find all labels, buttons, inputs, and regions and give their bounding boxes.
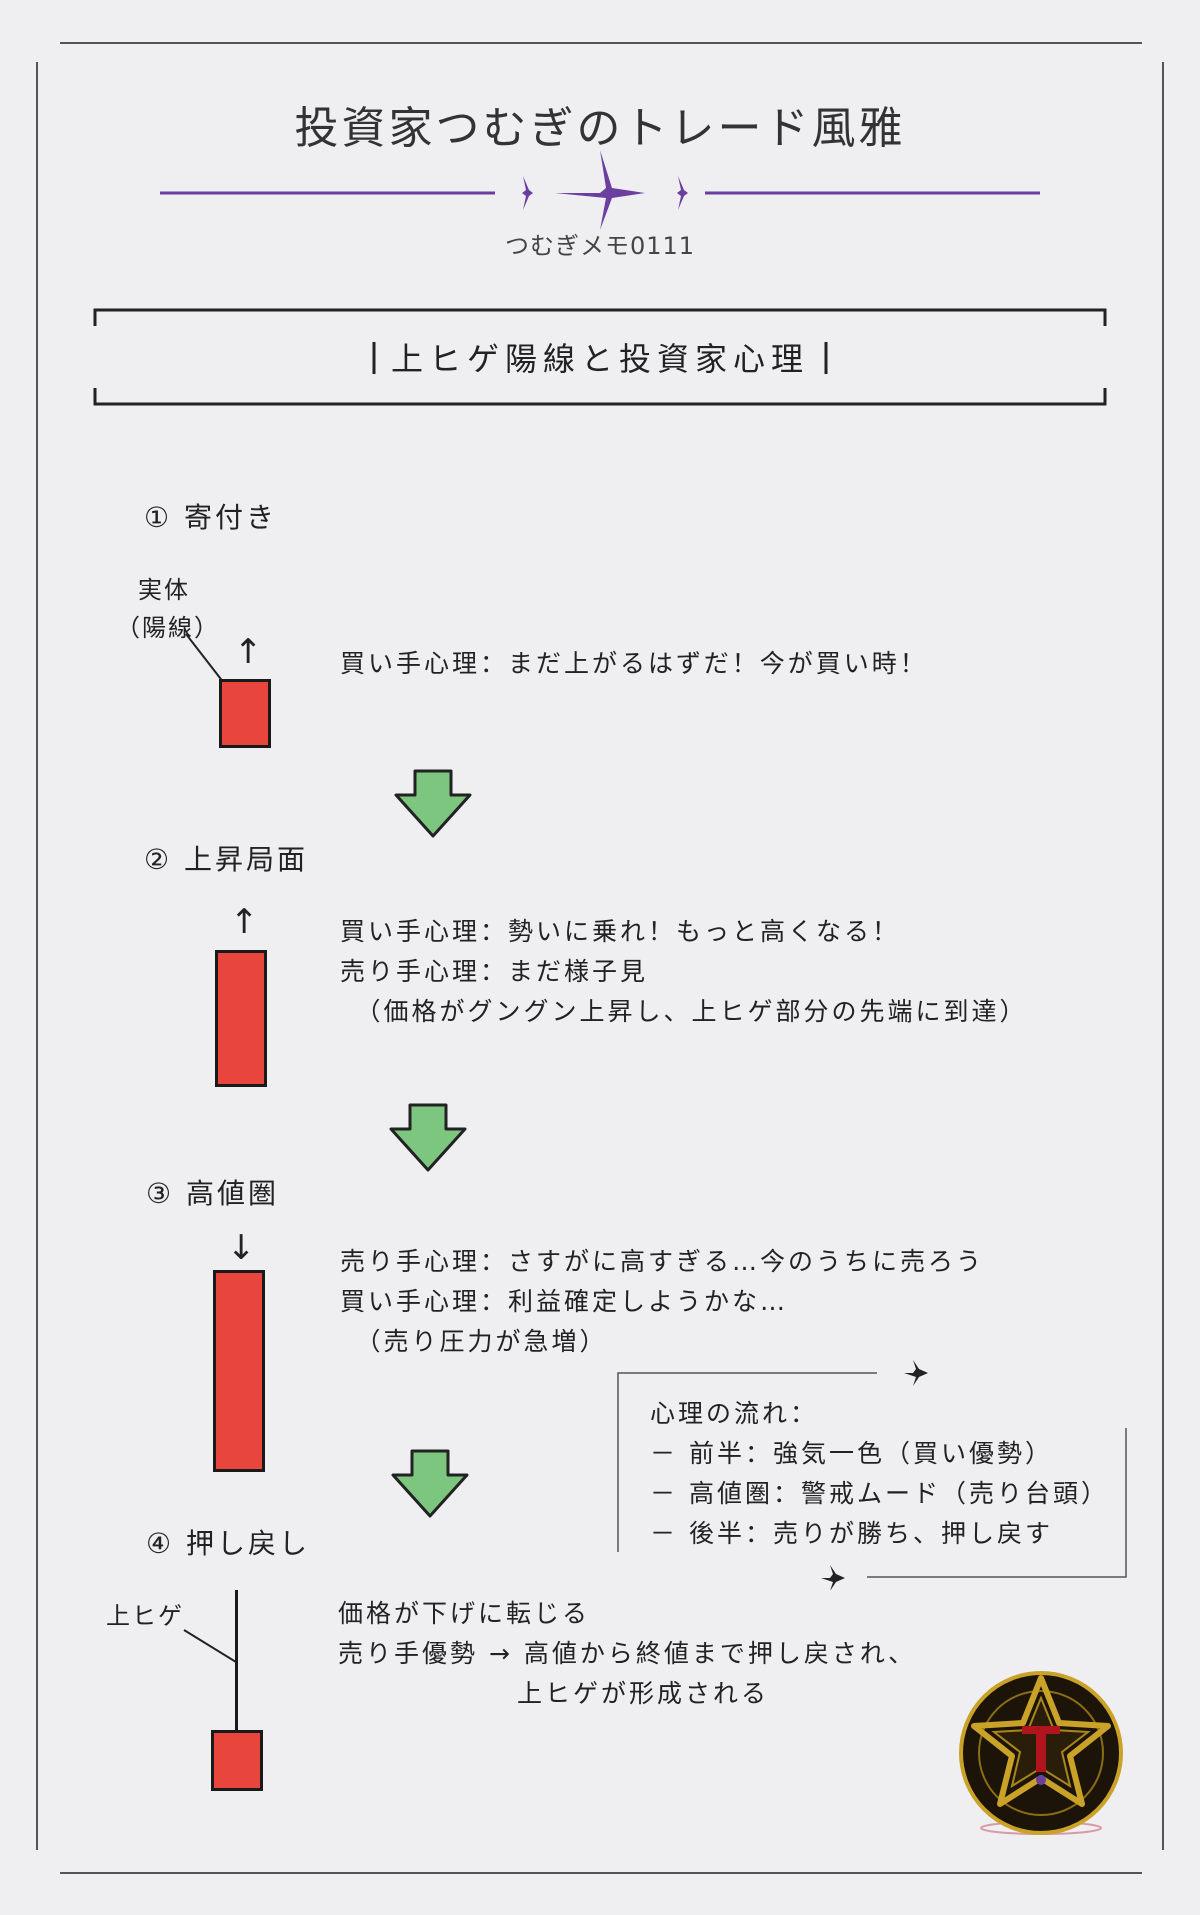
candle-upper-wick — [235, 1590, 238, 1734]
page-title: 投資家つむぎのトレード風雅 — [294, 103, 906, 154]
step-4-line-2: 売り手優勢 → 高値から終値まで押し戻され、 — [338, 1639, 917, 1668]
wick-pointer-line — [183, 1629, 237, 1663]
memo-subtitle: つむぎメモ0111 — [504, 232, 696, 260]
flow-note-title: 心理の流れ： — [650, 1399, 819, 1428]
step-2-line-1: 買い手心理：勢いに乗れ！もっと高くなる！ — [340, 917, 901, 946]
step-4-heading: ④ 押し戻し — [146, 1527, 311, 1560]
section-title: 上ヒゲ陽線と投資家心理 — [390, 340, 809, 378]
step-1-line-1: 買い手心理：まだ上がるはずだ！今が買い時！ — [340, 649, 928, 678]
flow-note-frame — [617, 1360, 1127, 1590]
logo-emblem — [959, 1671, 1123, 1835]
candle-body-step2 — [215, 950, 267, 1087]
body-label: 実体 — [138, 576, 190, 604]
section-title-frame — [93, 308, 1107, 406]
sparkle-icon — [821, 1360, 928, 1590]
frame-right-line — [1162, 62, 1164, 1850]
down-arrow-icon — [394, 769, 472, 838]
flow-note-item-1: － 前半：強気一色（買い優勢） — [650, 1439, 1053, 1468]
candle-body-step4 — [211, 1730, 263, 1791]
step-2-heading: ② 上昇局面 — [144, 843, 309, 876]
frame-left-line — [36, 62, 38, 1850]
step-4-line-1: 価格が下げに転じる — [338, 1599, 591, 1628]
step-3-line-3: （売り圧力が急増） — [340, 1327, 608, 1356]
step-3-line-2: 買い手心理：利益確定しようかな… — [340, 1287, 789, 1316]
up-arrow-icon: ↑ — [234, 632, 263, 672]
frame-bottom-line — [60, 1872, 1142, 1874]
upper-wick-label: 上ヒゲ — [106, 1602, 184, 1630]
candle-body-step3 — [213, 1270, 265, 1472]
candle-body-step1 — [219, 679, 271, 748]
frame-top-line — [60, 42, 1142, 44]
sparkle-icon — [522, 150, 688, 230]
up-arrow-icon: ↑ — [230, 902, 259, 942]
step-1-heading: ① 寄付き — [144, 501, 278, 534]
bullish-label: （陽線） — [116, 614, 220, 642]
down-arrow-icon — [389, 1103, 467, 1172]
down-small-arrow-icon: ↓ — [227, 1228, 256, 1268]
sparkle-divider — [160, 150, 1040, 230]
step-3-heading: ③ 高値圏 — [146, 1177, 280, 1210]
down-arrow-icon — [391, 1449, 469, 1518]
flow-note-item-3: － 後半：売りが勝ち、押し戻す — [650, 1519, 1053, 1548]
step-3-line-1: 売り手心理：さすがに高すぎる…今のうちに売ろう — [340, 1247, 985, 1276]
flow-note-item-2: － 高値圏：警戒ムード（売り台頭） — [650, 1479, 1109, 1508]
step-2-line-3: （価格がグングン上昇し、上ヒゲ部分の先端に到達） — [340, 997, 1028, 1026]
step-2-line-2: 売り手心理：まだ様子見 — [340, 957, 649, 986]
step-4-line-3: 上ヒゲが形成される — [338, 1679, 769, 1708]
